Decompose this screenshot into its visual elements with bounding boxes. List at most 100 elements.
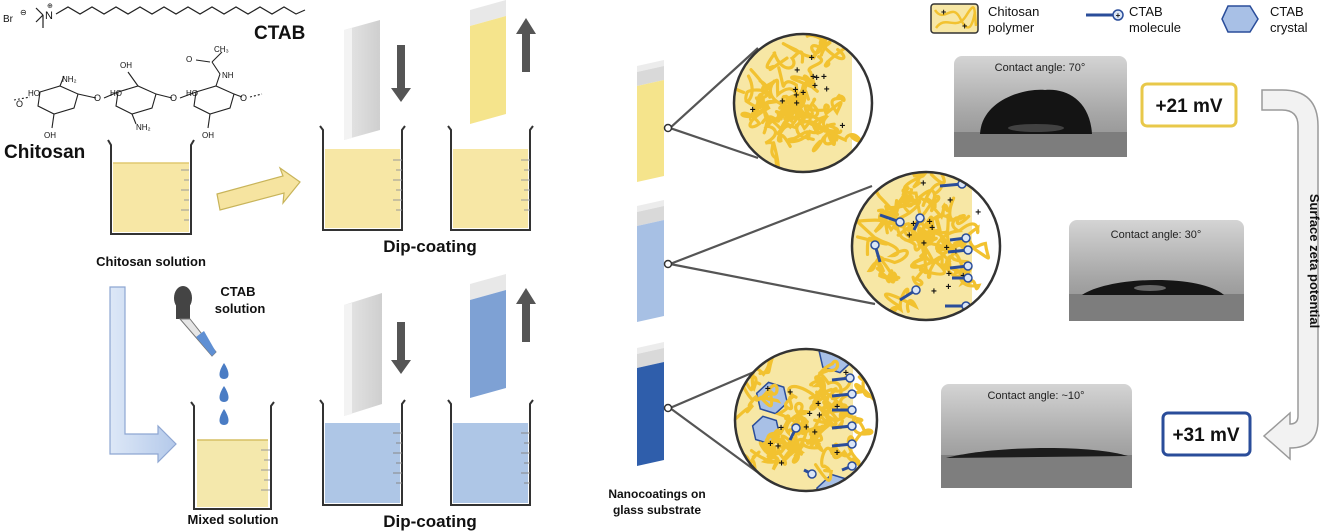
atom-nh2-1: NH₂ (62, 75, 77, 84)
atom-ho-3: HO (186, 89, 198, 98)
positive-charge-icon: + (812, 81, 818, 92)
positive-charge-icon: + (812, 428, 818, 439)
beaker-dip-top-2 (447, 125, 534, 231)
chitosan-structure (13, 51, 263, 129)
positive-charge-icon: + (815, 399, 821, 410)
up-arrow-bottom (516, 288, 536, 342)
atom-ch3: CH₃ (214, 45, 229, 54)
chitosan-fiber (765, 50, 805, 72)
contact-angle-3-label: Contact angle: ~10° (987, 390, 1084, 402)
legend-ctab-molecule-label-2: molecule (1129, 20, 1181, 35)
positive-charge-icon: + (793, 85, 799, 96)
down-arrow-bottom (391, 322, 411, 374)
ctab-molecule-head-icon (963, 245, 973, 255)
ctab-molecule-head-icon (791, 423, 801, 433)
chitosan-fiber (787, 375, 832, 411)
positive-charge-icon: + (779, 97, 785, 108)
ctab-molecule-head-icon (847, 405, 857, 415)
positive-charge-icon: + (840, 121, 846, 132)
zoom-circle-chitosan: ++++++++++++++ (732, 32, 874, 174)
ctab-molecule-head-icon (845, 373, 855, 383)
substrate-label-1: Nanocoatings on (608, 487, 705, 501)
zeta-box-1: +21 mV (1140, 82, 1238, 128)
chitosan-fiber (744, 92, 769, 122)
chitosan-fiber (735, 381, 762, 421)
legend-chitosan-label-2: polymer (988, 20, 1035, 35)
zoom-circle-ctab-crystals: ++++++++++++++ (733, 347, 879, 493)
positive-charge-icon: + (944, 243, 950, 254)
positive-charge-icon: + (768, 439, 774, 450)
atom-o-3: O (170, 93, 177, 103)
down-arrow-top (391, 45, 411, 102)
dip-coating-top-label: Dip-coating (383, 237, 477, 256)
ctab-molecule-head-icon (963, 273, 973, 283)
beaker-dip-bottom-1 (319, 399, 406, 506)
zeta-value-3: +31 mV (1172, 425, 1239, 446)
positive-charge-icon: + (793, 91, 799, 102)
atom-oh-1: OH (44, 131, 56, 140)
chitosan-fiber (941, 239, 990, 260)
chitosan-fiber (925, 196, 956, 221)
positive-charge-icon: + (946, 282, 952, 293)
chitosan-fiber (904, 233, 934, 262)
positive-charge-icon: + (921, 239, 927, 250)
chitosan-fiber (878, 271, 901, 284)
substrate-dark-blue (637, 342, 664, 466)
magnifier-points (663, 123, 673, 413)
positive-charge-icon: + (775, 441, 781, 452)
right-arrow-to-dip (216, 166, 301, 211)
positive-charge-icon: + (810, 72, 816, 83)
chitosan-fiber (794, 418, 826, 449)
legend-ctab-crystal: CTAB crystal (1221, 4, 1308, 35)
chitosan-fiber (909, 239, 952, 271)
positive-charge-icon: + (975, 208, 981, 219)
chitosan-fiber (780, 434, 803, 464)
chitosan-atom-labels: O HO NH₂ OH O HO OH NH₂ O HO NH O CH₃ OH… (16, 45, 247, 140)
beaker-chitosan-solution (107, 139, 195, 235)
zeta-value-1: +21 mV (1155, 96, 1222, 117)
positive-charge-icon: + (750, 105, 756, 116)
positive-charge-icon: + (821, 72, 827, 83)
bromide-charge-icon: ⊖ (20, 8, 27, 17)
positive-charge-icon: + (931, 286, 937, 297)
positive-charge-icon: + (843, 368, 849, 379)
atom-o-4: O (186, 55, 192, 64)
chitosan-fiber (754, 383, 782, 408)
positive-charge-icon: + (765, 384, 771, 395)
chitosan-fiber (785, 119, 820, 144)
contact-angle-1-label: Contact angle: 70° (995, 62, 1086, 74)
contact-angle-photo-2: Contact angle: 30° (1069, 220, 1244, 321)
positive-charge-icon: + (906, 231, 912, 242)
positive-charge-icon: + (960, 271, 966, 282)
chitosan-fiber (945, 255, 973, 288)
contact-angle-photo-3: Contact angle: ~10° (941, 384, 1132, 488)
chitosan-fiber (902, 172, 946, 217)
zeta-box-3: +31 mV (1161, 411, 1252, 457)
positive-charge-icon: + (929, 223, 935, 234)
atom-ho-2: HO (110, 89, 122, 98)
zeta-arrow (1261, 89, 1319, 461)
chitosan-fiber (805, 34, 832, 57)
svg-text:+: + (1116, 11, 1121, 20)
positive-charge-icon: + (809, 53, 815, 64)
ctab-label: CTAB (254, 23, 305, 44)
ctab-solution-label-2: solution (215, 301, 266, 316)
chitosan-solution-label: Chitosan solution (96, 254, 206, 269)
ctab-molecule-head-icon (895, 217, 905, 227)
ctab-molecule-head-icon (961, 233, 971, 243)
ctab-molecule-head-icon (847, 461, 857, 471)
positive-charge-icon: + (920, 179, 926, 190)
legend-chitosan-polymer: + + Chitosan polymer (930, 3, 1039, 35)
chitosan-fiber (740, 99, 777, 129)
positive-charge-icon: + (787, 387, 793, 398)
ctab-molecule-head-icon (847, 421, 857, 431)
legend-ctab-crystal-label-2: crystal (1270, 20, 1308, 35)
chitosan-fiber (774, 395, 804, 427)
legend-chitosan-label-1: Chitosan (988, 4, 1039, 19)
legend-ctab-molecule-label-1: CTAB (1129, 4, 1163, 19)
chitosan-fiber (792, 430, 824, 450)
chitosan-fiber (780, 81, 808, 119)
dip-coating-bottom-label: Dip-coating (383, 512, 477, 531)
svg-text:+: + (941, 7, 946, 17)
positive-charge-icon: + (946, 269, 952, 280)
